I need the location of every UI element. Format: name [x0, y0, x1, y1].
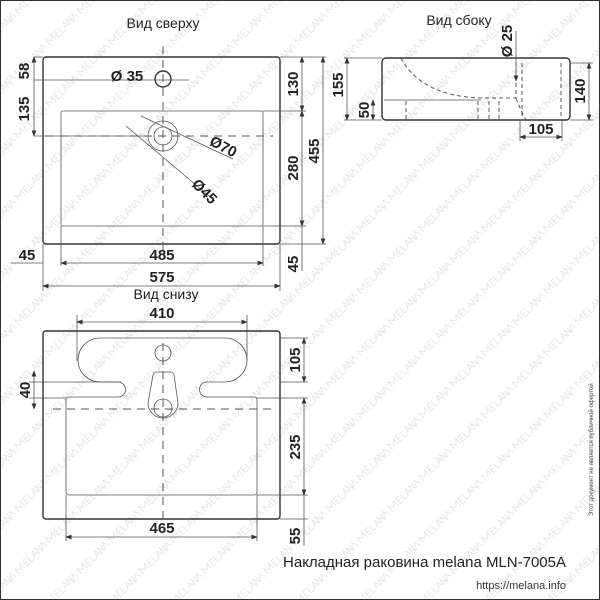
dim-side-25: Ø 25	[499, 25, 516, 58]
dim-410: 410	[149, 305, 174, 322]
dim-45-right: 45	[285, 256, 302, 273]
top-view: Вид сверху 58 135 Ø 35 Ø70 Ø45 130 280 4…	[11, 15, 326, 291]
side-view: Вид сбоку Ø 25 155 50 140 105	[330, 12, 593, 141]
side-outline	[381, 57, 571, 121]
drain-tab	[147, 371, 179, 419]
dim-130: 130	[285, 71, 302, 96]
dim-485: 485	[149, 247, 174, 264]
faucet-hole	[154, 70, 172, 88]
top-view-title: Вид сверху	[127, 15, 200, 31]
dim-45-left: 45	[19, 247, 36, 264]
bottom-outline	[42, 330, 281, 520]
dim-135: 135	[16, 96, 33, 121]
dim-105-bottom: 105	[287, 347, 304, 372]
dim-side-50: 50	[356, 102, 373, 119]
bottom-view: Вид снизу 410 105 40 235 55 465	[17, 286, 308, 546]
dim-40: 40	[17, 382, 34, 399]
dim-faucet-hole: Ø 35	[111, 68, 144, 85]
dim-455: 455	[306, 138, 323, 163]
dim-280: 280	[285, 155, 302, 180]
dim-235: 235	[287, 434, 304, 459]
dim-55: 55	[287, 528, 304, 545]
dim-575: 575	[149, 269, 174, 286]
website-url[interactable]: https://melana.info	[476, 580, 566, 592]
dim-58: 58	[16, 63, 33, 80]
top-bowl	[60, 110, 264, 227]
side-view-title: Вид сбоку	[426, 12, 491, 28]
dim-side-155: 155	[330, 72, 347, 97]
dim-side-140: 140	[572, 78, 589, 103]
top-outline	[42, 56, 281, 245]
product-caption: Накладная раковина melana MLN-7005A	[283, 554, 566, 571]
disclaimer: Этот документ не является публичной офер…	[588, 383, 595, 516]
bottom-view-title: Вид снизу	[133, 286, 198, 302]
dim-side-105: 105	[528, 121, 553, 138]
dim-465: 465	[149, 520, 174, 537]
